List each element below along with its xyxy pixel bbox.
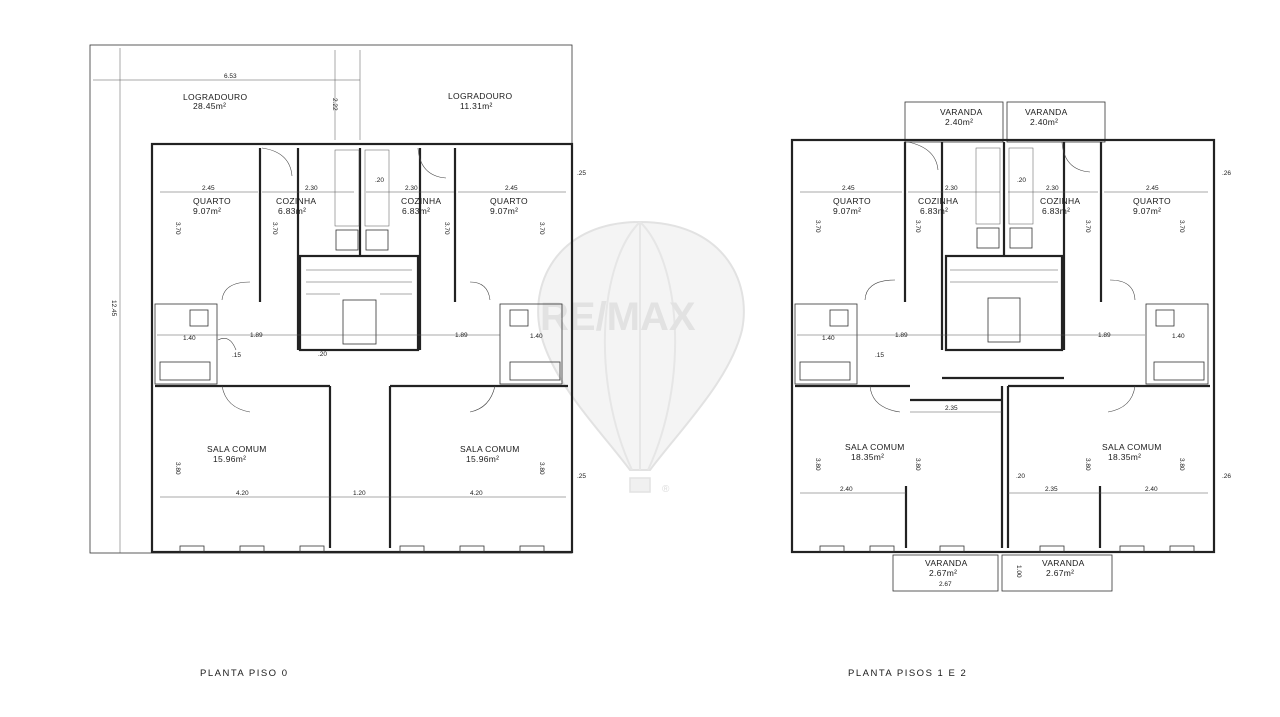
watermark-text: RE/MAX — [540, 295, 696, 339]
dim-230-u1: 2.30 — [945, 185, 958, 192]
room-quarto-u2: QUARTO — [1133, 196, 1171, 206]
room-quarto-g2: QUARTO — [490, 196, 528, 206]
ground-floor-title: PLANTA PISO 0 — [200, 668, 289, 679]
upper-floors-plan — [790, 101, 1216, 592]
dim-370-g1: 3.70 — [174, 222, 181, 235]
dim-420-g2: 4.20 — [470, 490, 483, 497]
dim-370-u3: 3.70 — [1084, 220, 1091, 233]
dim-15-g1: .15 — [232, 352, 241, 359]
dim-235-u1: 2.35 — [945, 405, 958, 412]
dim-120: 1.20 — [353, 490, 366, 497]
dim-189-u2: 1.89 — [1098, 332, 1111, 339]
room-varanda-top-2: VARANDA — [1025, 107, 1068, 117]
dim-230-g1: 2.30 — [305, 185, 318, 192]
room-varanda-top-1-area: 2.40m² — [945, 117, 973, 127]
dim-230-u2: 2.30 — [1046, 185, 1059, 192]
room-cozinha-g1: COZINHA — [276, 196, 316, 206]
room-varanda-bottom-2-area: 2.67m² — [1046, 568, 1074, 578]
room-logradouro-right-area: 11.31m² — [460, 101, 493, 111]
watermark-reg-mark: ® — [662, 484, 670, 495]
dim-370-g2: 3.70 — [271, 222, 278, 235]
dim-189-g1: 1.89 — [250, 332, 263, 339]
dim-380-u4: 3.80 — [1178, 458, 1185, 471]
upper-floors-title: PLANTA PISOS 1 E 2 — [848, 668, 967, 679]
room-sala-g1-area: 15.96m² — [213, 454, 246, 464]
room-cozinha-g2: COZINHA — [401, 196, 441, 206]
dim-240-u1: 2.40 — [840, 486, 853, 493]
dim-380-g2: 3.80 — [538, 462, 545, 475]
dim-370-g3: 3.70 — [443, 222, 450, 235]
room-varanda-bottom-1-area: 2.67m² — [929, 568, 957, 578]
room-logradouro-left-area: 28.45m² — [193, 101, 226, 111]
room-cozinha-g1-area: 6.83m² — [278, 206, 306, 216]
room-cozinha-u1: COZINHA — [918, 196, 958, 206]
ground-floor-plan — [89, 44, 574, 554]
room-sala-g1: SALA COMUM — [207, 444, 267, 454]
dim-267: 2.67 — [939, 581, 952, 588]
room-varanda-top-2-area: 2.40m² — [1030, 117, 1058, 127]
dim-370-u1: 3.70 — [814, 220, 821, 233]
dim-380-u3: 3.80 — [1084, 458, 1091, 471]
room-quarto-u2-area: 9.07m² — [1133, 206, 1161, 216]
room-logradouro-left: LOGRADOURO — [183, 92, 247, 102]
dim-245-u2: 2.45 — [1146, 185, 1159, 192]
room-quarto-u1-area: 9.07m² — [833, 206, 861, 216]
dim-1245: 12.45 — [110, 300, 117, 317]
dim-380-u1: 3.80 — [814, 458, 821, 471]
room-sala-u1-area: 18.35m² — [851, 452, 884, 462]
dim-380-u2: 3.80 — [914, 458, 921, 471]
room-cozinha-u2: COZINHA — [1040, 196, 1080, 206]
dim-222: 2.22 — [331, 98, 338, 111]
dim-370-u2: 3.70 — [914, 220, 921, 233]
room-sala-u2-area: 18.35m² — [1108, 452, 1141, 462]
dim-20-u1: .20 — [1017, 177, 1026, 184]
dim-245-g1: 2.45 — [202, 185, 215, 192]
dim-653: 6.53 — [224, 73, 237, 80]
remax-balloon-watermark: RE/MAX ® — [537, 220, 745, 495]
dim-240-u2: 2.40 — [1145, 486, 1158, 493]
room-logradouro-right: LOGRADOURO — [448, 91, 512, 101]
room-quarto-g1-area: 9.07m² — [193, 206, 221, 216]
room-cozinha-g2-area: 6.83m² — [402, 206, 430, 216]
room-cozinha-u2-area: 6.83m² — [1042, 206, 1070, 216]
dim-245-g2: 2.45 — [505, 185, 518, 192]
dim-189-u1: 1.89 — [895, 332, 908, 339]
dim-140-u1: 1.40 — [822, 335, 835, 342]
dim-189-g2: 1.89 — [455, 332, 468, 339]
dim-140-u2: 1.40 — [1172, 333, 1185, 340]
dim-20-g1: .20 — [375, 177, 384, 184]
room-sala-g2-area: 15.96m² — [466, 454, 499, 464]
room-varanda-bottom-1: VARANDA — [925, 558, 968, 568]
dim-25-g1: .25 — [577, 170, 586, 177]
dim-230-g2: 2.30 — [405, 185, 418, 192]
room-quarto-g2-area: 9.07m² — [490, 206, 518, 216]
dim-370-u4: 3.70 — [1178, 220, 1185, 233]
dim-420-g1: 4.20 — [236, 490, 249, 497]
room-sala-g2: SALA COMUM — [460, 444, 520, 454]
dim-20-g2: .20 — [318, 351, 327, 358]
room-varanda-top-1: VARANDA — [940, 107, 983, 117]
dim-370-g4: 3.70 — [538, 222, 545, 235]
dim-140-g1: 1.40 — [183, 335, 196, 342]
dim-20-u2: .20 — [1016, 473, 1025, 480]
room-cozinha-u1-area: 6.83m² — [920, 206, 948, 216]
room-varanda-bottom-2: VARANDA — [1042, 558, 1085, 568]
room-quarto-g1: QUARTO — [193, 196, 231, 206]
dim-26-u1: .26 — [1222, 170, 1231, 177]
dim-26-u2: .26 — [1222, 473, 1231, 480]
dim-15-u1: .15 — [875, 352, 884, 359]
dim-25-g2: .25 — [577, 473, 586, 480]
room-sala-u1: SALA COMUM — [845, 442, 905, 452]
dim-245-u1: 2.45 — [842, 185, 855, 192]
dim-380-g1: 3.80 — [174, 462, 181, 475]
room-sala-u2: SALA COMUM — [1102, 442, 1162, 452]
room-quarto-u1: QUARTO — [833, 196, 871, 206]
dim-100: 1.00 — [1015, 565, 1022, 578]
dim-235-u2: 2.35 — [1045, 486, 1058, 493]
dim-140-g2: 1.40 — [530, 333, 543, 340]
